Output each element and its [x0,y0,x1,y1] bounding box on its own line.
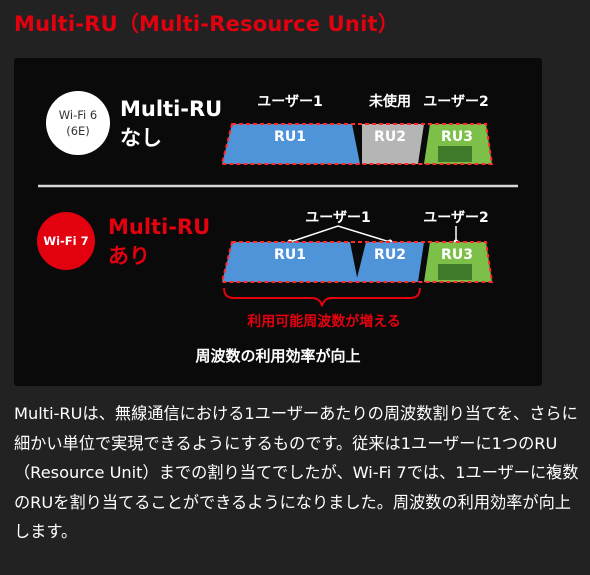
wifi6-user2-label: ユーザー2 [423,94,488,110]
wifi6-label-line2: なし [120,126,162,150]
wifi6-unused-label: 未使用 [369,93,411,110]
wifi7-ru3-text: RU3 [441,247,473,263]
wifi6-label-line1: Multi-RU [120,97,222,121]
footer-caption: 周波数の利用効率が向上 [195,347,360,365]
wifi6-ru2-text: RU2 [374,129,406,145]
wifi7-label-line2: あり [108,244,150,268]
multi-ru-diagram: Wi-Fi 6 (6E) Multi-RU なし ユーザー1 未使用 ユーザー2… [37,91,518,365]
wifi7-dashed-outline [220,241,494,283]
wifi7-badge [37,212,95,270]
wifi6-badge-line1: Wi-Fi 6 [59,108,97,122]
wifi7-ru1-text: RU1 [274,247,306,263]
wifi6-dashed-outline [220,123,494,165]
wifi6-badge [46,91,110,155]
wifi6-user1-label: ユーザー1 [257,94,322,110]
wifi6-ru1-text: RU1 [274,129,306,145]
wifi7-user2-label: ユーザー2 [423,210,488,226]
wifi7-user1-connector [289,225,391,243]
wifi7-brace [223,287,421,307]
diagram-panel: Wi-Fi 6 (6E) Multi-RU なし ユーザー1 未使用 ユーザー2… [14,58,542,386]
wifi7-ru2-text: RU2 [374,247,406,263]
wifi6-ru2-block [362,124,424,164]
wifi7-ru2-block [356,242,424,282]
wifi7-badge-text: Wi-Fi 7 [43,234,88,248]
description-text: Multi-RUは、無線通信における1ユーザーあたりの周波数割り当てを、さらに細… [14,404,579,541]
wifi6-badge-line2: (6E) [66,124,90,138]
wifi7-brace-caption: 利用可能周波数が増える [247,313,401,330]
wifi7-ru1-block [222,242,358,282]
wifi6-ru1-block [222,124,360,164]
wifi7-user1-label: ユーザー1 [305,210,370,226]
wifi6-ru3-inner [438,146,472,162]
wifi7-label-line1: Multi-RU [108,215,210,239]
wifi6-ru3-text: RU3 [441,129,473,145]
page-title: Multi-RU（Multi-Resource Unit） [14,12,399,36]
wifi7-ru3-inner [438,264,472,280]
